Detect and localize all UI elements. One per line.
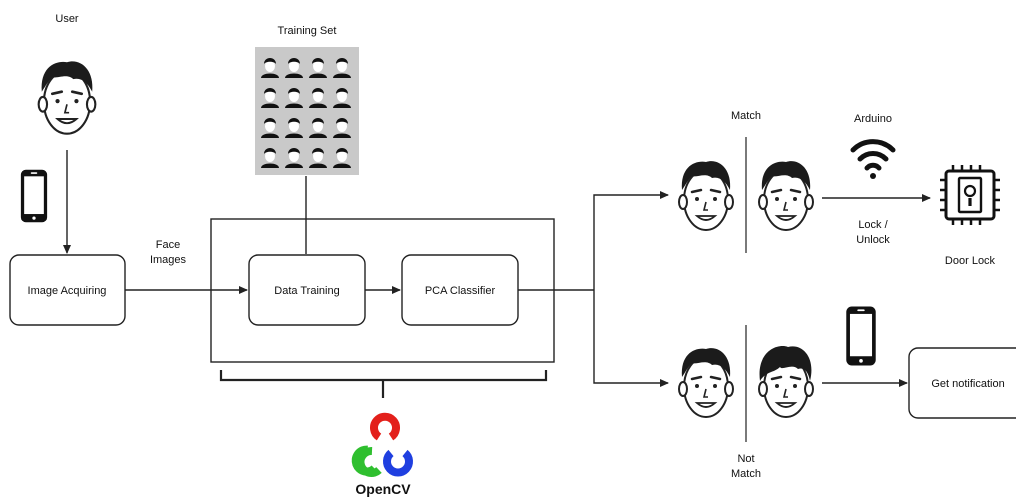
- opencv-bracket: [219, 370, 548, 398]
- connectors: [63, 150, 931, 387]
- pca-classifier-box: PCA Classifier: [401, 254, 519, 326]
- training-set-label: Training Set: [278, 25, 337, 37]
- connector-split-to-match: [593, 191, 669, 290]
- user-label: User: [55, 13, 79, 25]
- smartphone-icon: [20, 169, 48, 223]
- image-acquiring-box: Image Acquiring: [9, 254, 126, 326]
- notmatch-face-left-icon: [677, 346, 735, 419]
- smartphone-icon: [846, 306, 876, 366]
- pca-classifier-label: PCA Classifier: [425, 285, 496, 297]
- not-match-label-line2: Match: [731, 468, 761, 480]
- face-images-label-line2: Images: [150, 254, 187, 266]
- wifi-icon: [850, 139, 896, 179]
- face-images-label-line1: Face: [156, 239, 180, 251]
- opencv-logo-icon: [351, 412, 413, 477]
- door-lock-chip-icon: [940, 165, 1000, 225]
- data-training-box: Data Training: [248, 254, 366, 326]
- notmatch-face-right-icon: [757, 344, 815, 419]
- lock-unlock-label-line1: Lock /: [858, 219, 888, 231]
- image-acquiring-label: Image Acquiring: [28, 285, 107, 297]
- not-match-label-line1: Not: [737, 453, 754, 465]
- lock-unlock-label-line2: Unlock: [856, 234, 890, 246]
- get-notification-box: Get notification: [908, 347, 1016, 419]
- arduino-label: Arduino: [854, 113, 892, 125]
- match-label: Match: [731, 110, 761, 122]
- door-lock-label: Door Lock: [945, 255, 996, 267]
- get-notification-label: Get notification: [931, 378, 1004, 390]
- connector-split-to-notmatch: [593, 290, 669, 387]
- data-training-label: Data Training: [274, 285, 339, 297]
- opencv-container: [210, 218, 555, 363]
- match-face-right-icon: [757, 159, 815, 232]
- match-face-left-icon: [677, 159, 735, 232]
- opencv-label: OpenCV: [355, 481, 411, 497]
- user-face-icon: [37, 60, 97, 136]
- face-grid-icon: [255, 47, 359, 175]
